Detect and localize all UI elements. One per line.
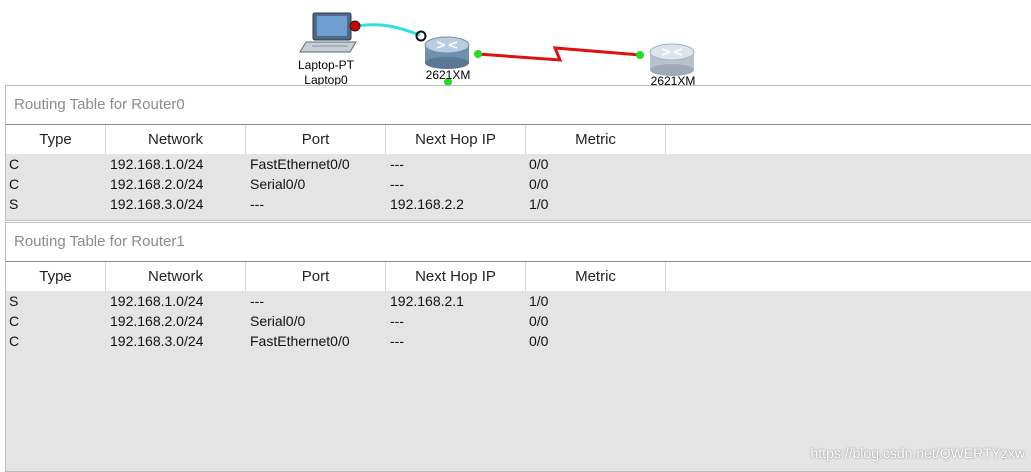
link-status-router0-serial — [474, 50, 482, 58]
cell-next-hop: 192.168.2.1 — [390, 293, 464, 309]
cell-next-hop: --- — [390, 313, 404, 329]
column-header-network[interactable]: Network — [106, 262, 246, 291]
column-header-network[interactable]: Network — [106, 125, 246, 154]
cell-network: 192.168.3.0/24 — [110, 333, 204, 349]
cell-metric: 1/0 — [529, 293, 549, 309]
link-status-router1-serial — [636, 51, 644, 59]
laptop-name-label: Laptop0 — [304, 73, 348, 87]
routing-table-window-router0[interactable]: Routing Table for Router0 Type Network P… — [5, 85, 1031, 221]
window-title[interactable]: Routing Table for Router0 — [6, 86, 1031, 125]
column-header-next-hop[interactable]: Next Hop IP — [386, 262, 526, 291]
link-status-laptop — [349, 20, 361, 32]
cell-port: FastEthernet0/0 — [250, 156, 350, 172]
cell-type: S — [9, 196, 19, 212]
cell-metric: 0/0 — [529, 156, 549, 172]
column-header-metric[interactable]: Metric — [526, 125, 666, 154]
cell-port: --- — [250, 196, 264, 212]
cell-next-hop: --- — [390, 176, 404, 192]
table-row[interactable]: S 192.168.1.0/24 --- 192.168.2.1 1/0 — [6, 291, 1031, 311]
watermark: https://blog.csdn.net/QWERTYzxw — [810, 445, 1026, 461]
router0-label: 2621XM — [425, 68, 471, 82]
cell-port: --- — [250, 293, 264, 309]
topology-drawing — [299, 12, 695, 86]
table-row[interactable]: S 192.168.3.0/24 --- 192.168.2.2 1/0 — [6, 194, 1031, 214]
router0-icon — [424, 36, 470, 69]
table-row[interactable]: C 192.168.3.0/24 FastEthernet0/0 --- 0/0 — [6, 331, 1031, 351]
cell-port: Serial0/0 — [250, 176, 306, 192]
cell-type: C — [9, 333, 20, 349]
cell-type: S — [9, 293, 19, 309]
column-header-metric[interactable]: Metric — [526, 262, 666, 291]
topology-canvas[interactable]: Laptop-PT Laptop0 2621XM 2621XM — [0, 0, 1031, 95]
table-body: S 192.168.1.0/24 --- 192.168.2.1 1/0 C 1… — [6, 291, 1031, 351]
cell-type: C — [9, 313, 20, 329]
cell-next-hop: --- — [390, 156, 404, 172]
column-header-port[interactable]: Port — [246, 262, 386, 291]
cell-type: C — [9, 176, 20, 192]
table-header: Type Network Port Next Hop IP Metric — [6, 125, 1031, 154]
column-header-port[interactable]: Port — [246, 125, 386, 154]
cell-metric: 1/0 — [529, 196, 549, 212]
cell-next-hop: --- — [390, 333, 404, 349]
serial-link — [477, 46, 641, 62]
column-header-next-hop[interactable]: Next Hop IP — [386, 125, 526, 154]
table-row[interactable]: C 192.168.2.0/24 Serial0/0 --- 0/0 — [6, 311, 1031, 331]
table-row[interactable]: C 192.168.1.0/24 FastEthernet0/0 --- 0/0 — [6, 154, 1031, 174]
router1-label: 2621XM — [650, 74, 696, 88]
cell-network: 192.168.1.0/24 — [110, 293, 204, 309]
window-title[interactable]: Routing Table for Router1 — [6, 223, 1031, 262]
cell-type: C — [9, 156, 20, 172]
router1-icon — [649, 43, 695, 76]
cell-metric: 0/0 — [529, 333, 549, 349]
ethernet-link — [354, 23, 421, 37]
cell-network: 192.168.2.0/24 — [110, 313, 204, 329]
link-status-router0-eth — [415, 30, 427, 42]
cell-network: 192.168.1.0/24 — [110, 156, 204, 172]
cell-port: Serial0/0 — [250, 313, 306, 329]
laptop-model-label: Laptop-PT — [297, 58, 355, 72]
routing-table-window-router1[interactable]: Routing Table for Router1 Type Network P… — [5, 222, 1031, 472]
cell-next-hop: 192.168.2.2 — [390, 196, 464, 212]
cell-metric: 0/0 — [529, 313, 549, 329]
laptop-icon — [299, 12, 357, 53]
table-header: Type Network Port Next Hop IP Metric — [6, 262, 1031, 291]
column-header-type[interactable]: Type — [6, 262, 106, 291]
column-header-type[interactable]: Type — [6, 125, 106, 154]
table-body: C 192.168.1.0/24 FastEthernet0/0 --- 0/0… — [6, 154, 1031, 214]
cell-network: 192.168.3.0/24 — [110, 196, 204, 212]
link-status-router0-down — [444, 78, 452, 86]
table-row[interactable]: C 192.168.2.0/24 Serial0/0 --- 0/0 — [6, 174, 1031, 194]
cell-port: FastEthernet0/0 — [250, 333, 350, 349]
cell-metric: 0/0 — [529, 176, 549, 192]
cell-network: 192.168.2.0/24 — [110, 176, 204, 192]
